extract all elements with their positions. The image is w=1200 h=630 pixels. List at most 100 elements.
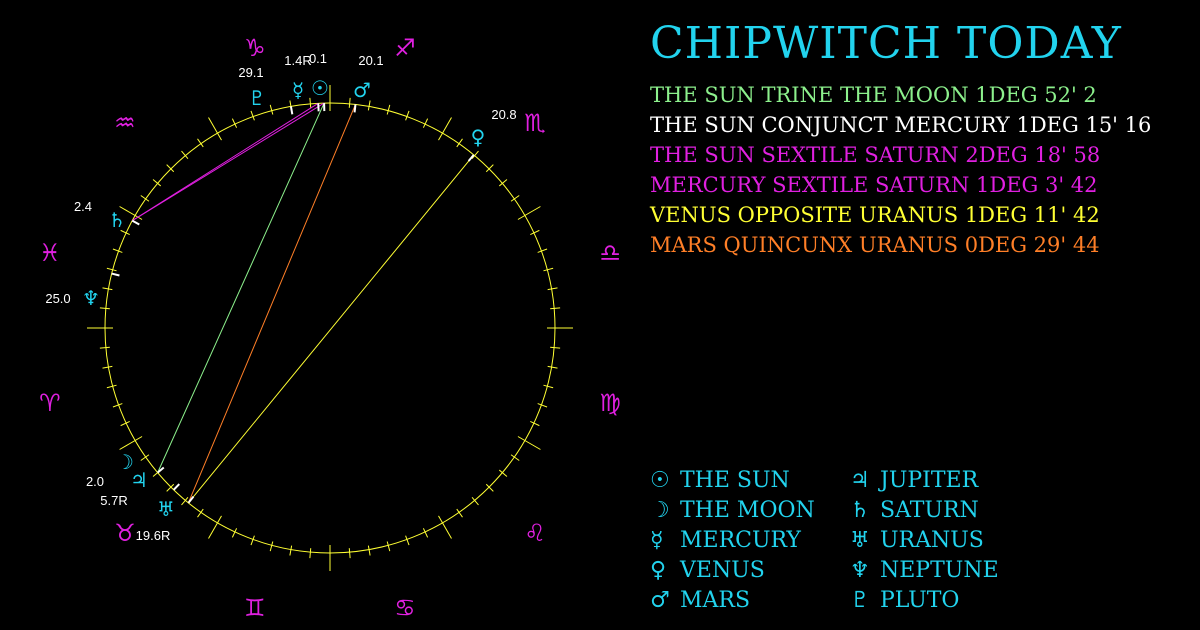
degree-tick [438, 515, 452, 539]
degree-tick [231, 118, 238, 128]
sun-icon: ☉ [311, 76, 329, 100]
taurus-sign-icon: ♉ [114, 519, 136, 547]
degree-tick [530, 229, 540, 236]
degree-tick [309, 548, 312, 559]
degree-tick [269, 104, 274, 115]
aspect-line-text: THE SUN SEXTILE SATURN 2DEG 18' 58 [650, 143, 1101, 167]
legend-label: PLUTO [880, 588, 960, 613]
pluto-degree-label: 29.1 [238, 65, 263, 80]
degree-tick [289, 545, 293, 556]
planet-position-tick [172, 483, 180, 491]
legend-label: JUPITER [880, 468, 979, 493]
astrology-wheel: ♑♐♏♎♍♌♋♊♉♈♓♒ ☉0.1☿1.4R♇29.1♂20.1♀20.8♄2.… [39, 34, 621, 622]
legend-neptune: ♆NEPTUNE [850, 558, 999, 583]
degree-tick [547, 365, 558, 369]
mercury-icon: ☿ [292, 78, 304, 102]
gemini-sign-icon: ♊ [244, 594, 266, 622]
legend-pluto: ♇PLUTO [850, 588, 959, 613]
degree-tick [422, 528, 429, 538]
degree-tick [208, 117, 222, 141]
libra-sign-icon: ♎ [599, 239, 621, 267]
mercury-icon: ☿ [650, 528, 664, 553]
venus-icon: ♀ [471, 125, 486, 149]
leo-sign-icon: ♌ [524, 519, 546, 547]
sun-icon: ☉ [650, 468, 670, 493]
degree-tick [102, 287, 113, 291]
aries-sign-icon: ♈ [39, 389, 61, 417]
moon-icon: ☽ [116, 450, 134, 474]
degree-tick [197, 508, 204, 518]
sun-degree-label: 0.1 [309, 51, 327, 66]
mercury-degree-label: 1.4R [284, 53, 311, 68]
sagittarius-sign-icon: ♐ [394, 34, 416, 62]
planet-position-tick [353, 104, 357, 113]
aspect-line-sun-moon [157, 102, 325, 473]
legend-label: MARS [680, 588, 751, 613]
legend-venus: ♀VENUS [650, 558, 765, 583]
degree-tick [543, 384, 554, 389]
degree-tick [106, 384, 117, 389]
legend-label: VENUS [680, 558, 765, 583]
degree-tick [405, 535, 410, 546]
degree-tick [140, 195, 150, 202]
scorpio-sign-icon: ♏ [524, 109, 546, 137]
degree-tick [112, 403, 123, 408]
aspect-line-venus-uranus [188, 154, 475, 504]
degree-tick [197, 138, 204, 148]
degree-tick [471, 496, 479, 506]
legend-mars: ♂MARS [650, 588, 750, 613]
degree-tick [181, 150, 189, 160]
venus-degree-label: 20.8 [491, 107, 516, 122]
uranus-degree-label: 19.6R [136, 528, 171, 543]
degree-ticks [87, 85, 573, 571]
degree-tick [120, 420, 130, 427]
planet-position-tick [156, 466, 165, 474]
saturn-icon: ♄ [108, 208, 126, 232]
degree-tick [456, 138, 463, 148]
degree-tick [120, 229, 130, 236]
degree-tick [348, 548, 351, 559]
degree-tick [550, 307, 561, 310]
mars-degree-label: 20.1 [358, 53, 383, 68]
aspect-lines [131, 102, 475, 504]
planet-position-tick [187, 496, 195, 504]
cancer-sign-icon: ♋ [394, 594, 416, 622]
degree-tick [119, 436, 143, 450]
degree-tick [102, 365, 113, 369]
saturn-icon: ♄ [850, 498, 870, 523]
zodiac-ring [104, 102, 556, 554]
pisces-sign-icon: ♓ [39, 239, 61, 267]
degree-tick [547, 287, 558, 291]
degree-tick [543, 267, 554, 272]
degree-tick [99, 307, 110, 310]
aspect-line-text: MERCURY SEXTILE SATURN 1DEG 3' 42 [650, 173, 1098, 197]
degree-tick [510, 195, 520, 202]
aspect-line-text: THE SUN TRINE THE MOON 1DEG 52' 2 [650, 83, 1097, 107]
jupiter-icon: ♃ [130, 468, 148, 492]
degree-tick [537, 248, 548, 253]
page-title: CHIPWITCH TODAY [650, 18, 1122, 69]
degree-tick [485, 164, 494, 173]
degree-tick [517, 436, 541, 450]
legend-moon: ☽THE MOON [650, 498, 815, 523]
degree-tick [181, 496, 189, 506]
legend-saturn: ♄SATURN [850, 498, 979, 523]
aspect-line-mercury-saturn [131, 102, 319, 222]
capricorn-sign-icon: ♑ [244, 34, 266, 62]
legend-label: MERCURY [680, 528, 801, 553]
aspect-line-text: VENUS OPPOSITE URANUS 1DEG 11' 42 [650, 203, 1100, 227]
aspect-list: THE SUN TRINE THE MOON 1DEG 52' 2 THE SU… [650, 80, 1151, 260]
degree-tick [367, 100, 371, 111]
uranus-icon: ♅ [850, 528, 870, 553]
degree-tick [550, 346, 561, 349]
degree-tick [471, 150, 479, 160]
legend-mercury: ☿ MERCURY [650, 528, 801, 553]
degree-tick [537, 403, 548, 408]
degree-tick [438, 117, 452, 141]
degree-tick [348, 97, 351, 108]
pluto-icon: ♇ [248, 86, 266, 110]
legend-uranus: ♅URANUS [850, 528, 984, 553]
planet-position-tick [289, 106, 294, 115]
degree-tick [405, 110, 410, 121]
mars-icon: ♂ [353, 78, 371, 102]
